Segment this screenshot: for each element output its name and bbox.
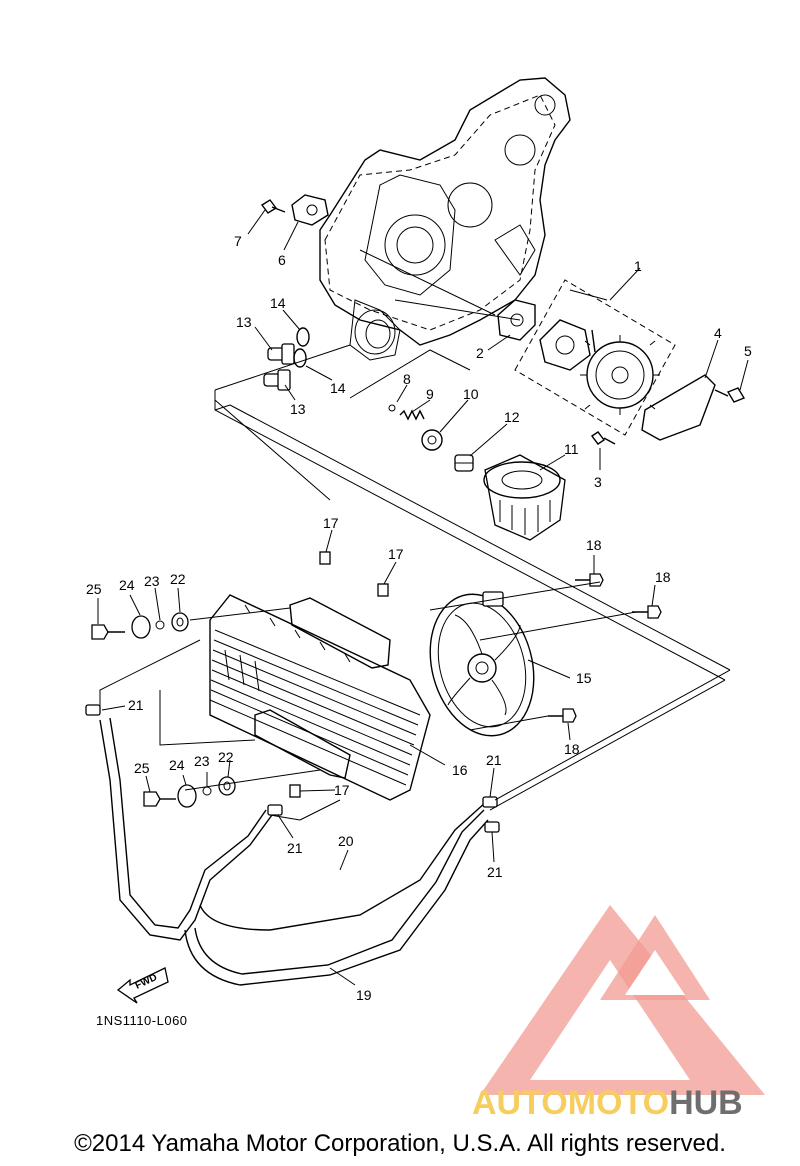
callout-15: 15	[576, 670, 592, 686]
callout-20: 20	[338, 833, 354, 849]
callout-8: 8	[403, 371, 411, 387]
hose-clamp-21-upper-right	[482, 796, 498, 808]
watermark-brand-part1: AUTOMOTO	[472, 1084, 669, 1122]
callout-22-upper: 22	[170, 571, 186, 587]
callout-10: 10	[463, 386, 479, 402]
hose-clamp-21-left	[85, 704, 101, 716]
callout-4: 4	[714, 325, 722, 341]
callout-23-lower: 23	[194, 753, 210, 769]
bolt-3	[590, 431, 616, 445]
cooler-bracket-lower	[254, 709, 351, 779]
callout-21-left: 21	[128, 697, 144, 713]
union-bolt-12	[454, 454, 474, 472]
oil-pump-assembly	[514, 279, 676, 436]
clip-nut-17-a	[319, 551, 331, 565]
union-bolt-lower	[263, 369, 291, 391]
callout-18-top: 18	[586, 537, 602, 553]
callout-21-lower-right: 21	[487, 864, 503, 880]
callout-24-lower: 24	[169, 757, 185, 773]
callout-17-a: 17	[323, 515, 339, 531]
callout-25-lower: 25	[134, 760, 150, 776]
washer-14-lower	[293, 348, 307, 368]
callout-labels: 1 2 3 4 5 6 7 8 9 10 11 12 13 13 14 14 1…	[86, 233, 752, 1003]
union-bolt-upper	[267, 343, 295, 365]
callout-14-lower: 14	[330, 380, 346, 396]
callout-14-upper: 14	[270, 295, 286, 311]
callout-25-upper: 25	[86, 581, 102, 597]
callout-2: 2	[476, 345, 484, 361]
hose-clamp-21-lower-right	[484, 821, 500, 833]
fastener-stack-upper	[91, 612, 189, 640]
callout-21-upper-right: 21	[486, 752, 502, 768]
drain-plug-gasket	[291, 194, 329, 226]
copyright-notice: ©2014 Yamaha Motor Corporation, U.S.A. A…	[74, 1130, 726, 1157]
bolt-7	[260, 199, 286, 214]
callout-24-upper: 24	[119, 577, 135, 593]
callout-17-b: 17	[388, 546, 404, 562]
clip-nut-17-c	[289, 784, 301, 798]
callout-6: 6	[278, 252, 286, 268]
automotohub-logo: AUTOMOTOHUB	[472, 905, 765, 1122]
bolt-18-low	[548, 708, 577, 723]
crankcase	[319, 77, 571, 361]
clip-nut-17-b	[377, 583, 389, 597]
hose-clamp-21-mid	[267, 804, 283, 816]
callout-7: 7	[234, 233, 242, 249]
callout-leaders	[97, 209, 749, 986]
bolt-18-mid	[632, 605, 662, 619]
callout-19: 19	[356, 987, 372, 1003]
callout-22-lower: 22	[218, 749, 234, 765]
callout-17-c: 17	[334, 782, 350, 798]
cooler-bracket-upper	[289, 597, 391, 669]
oil-cooler-core	[209, 594, 431, 801]
relief-valve-10	[421, 429, 443, 451]
forward-arrow-icon: FWD	[116, 967, 169, 1004]
watermark-brand: AUTOMOTOHUB	[472, 1084, 743, 1122]
diagram-code: 1NS1110-L060	[96, 1013, 188, 1028]
washer-14-upper	[296, 327, 310, 347]
callout-11: 11	[564, 441, 579, 457]
gasket-2	[497, 299, 536, 341]
oil-filter	[483, 454, 566, 541]
callout-16: 16	[452, 762, 468, 778]
fastener-stack-lower	[143, 776, 236, 808]
watermark-brand-part2: HUB	[669, 1084, 743, 1122]
callout-18-mid: 18	[655, 569, 671, 585]
bolt-5	[714, 387, 746, 403]
callout-13-lower: 13	[290, 401, 306, 417]
callout-1: 1	[634, 258, 642, 274]
callout-12: 12	[504, 409, 520, 425]
pump-cover	[641, 374, 716, 441]
assembly-guide-lines	[99, 249, 731, 821]
callout-13-upper: 13	[236, 314, 252, 330]
callout-3: 3	[594, 474, 602, 490]
callout-5: 5	[744, 343, 752, 359]
oil-hose-20	[184, 801, 489, 986]
callout-21-mid: 21	[287, 840, 303, 856]
callout-18-low: 18	[564, 741, 580, 757]
oil-hose-19	[99, 717, 273, 941]
callout-23-upper: 23	[144, 573, 160, 589]
callout-9: 9	[426, 386, 434, 402]
cooling-fan	[429, 591, 535, 737]
ball-8	[388, 404, 396, 412]
spring-9	[399, 409, 425, 421]
